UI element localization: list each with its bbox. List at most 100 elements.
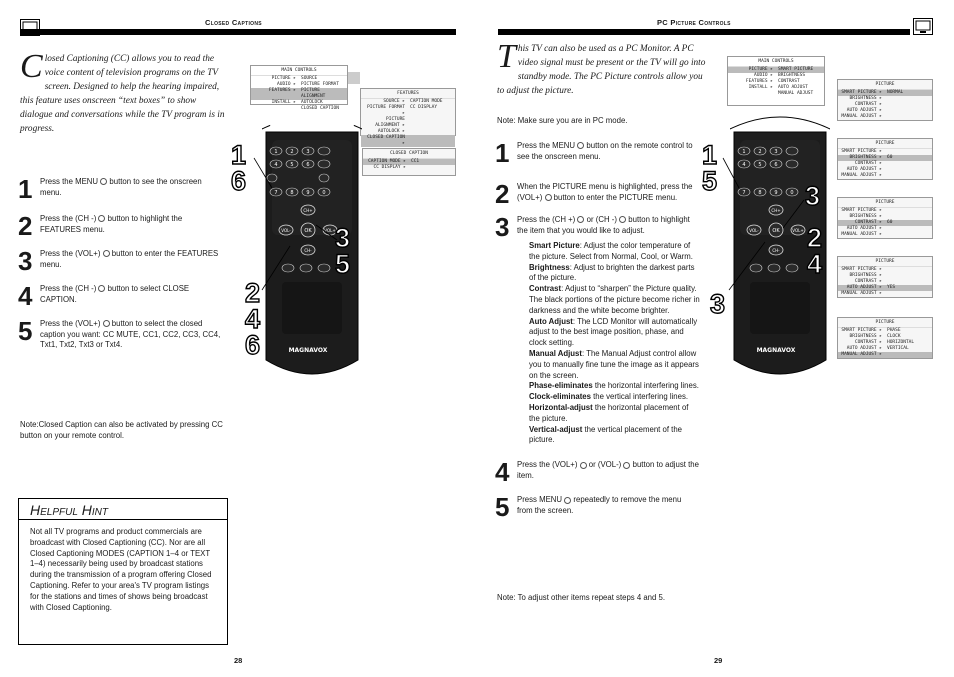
svg-text:7: 7: [274, 190, 277, 196]
description-item: Brightness: Adjust to brighten the darke…: [529, 262, 695, 283]
svg-text:2: 2: [758, 149, 761, 155]
svg-text:9: 9: [774, 190, 777, 196]
menu-item: CLOSED CAPTION ▸: [367, 135, 405, 146]
step-item: 1 Press the MENU button to see the onscre…: [18, 174, 228, 204]
step-number: 4: [495, 457, 510, 488]
step-text: When the PICTURE menu is highlighted, pr…: [517, 182, 693, 202]
description-term: Vertical-adjust: [529, 424, 583, 434]
menu-row: BRIGHTNESS ▸60: [838, 155, 932, 161]
menu-row: BRIGHTNESS ▸CLOCK: [838, 334, 932, 340]
menu-row: MANUAL ADJUST: [728, 91, 824, 97]
picture-item-descriptions: Smart Picture: Adjust the color temperat…: [529, 241, 701, 446]
step-number: 1: [495, 138, 510, 168]
menu-row: AUTOLOCK ▸: [361, 129, 455, 135]
menu-item: CONTRAST ▸: [854, 279, 882, 284]
right-intro: T his TV can also be used as a PC Monito…: [497, 40, 707, 98]
right-page: PC Picture Controls T his TV can also be…: [477, 0, 954, 677]
menu-item: AUDIO ▸: [277, 82, 296, 87]
menu-row: MANUAL ADJUST ▸: [838, 291, 932, 297]
menu-row: SOURCE ▸CAPTION MODE: [361, 99, 455, 105]
menu-value: PICTURE FORMAT: [301, 82, 339, 87]
menu-title: FEATURES: [361, 89, 455, 99]
svg-text:6: 6: [306, 162, 309, 168]
svg-text:3: 3: [774, 149, 777, 155]
menu-row: AUTO ADJUST ▸VERTICAL: [838, 346, 932, 352]
button-glyph-icon: [98, 285, 106, 293]
button-glyph-icon: [577, 142, 585, 150]
svg-text:1: 1: [742, 149, 745, 155]
menu-item: MANUAL ADJUST ▸: [841, 232, 882, 237]
menu-row: PICTURE ALIGNMENT ▸: [361, 117, 455, 129]
button-glyph-icon: [98, 215, 106, 223]
menu-item: [730, 91, 776, 97]
menu-value: [408, 135, 453, 147]
step-number: 3: [495, 212, 510, 242]
menu-row: AUTO ADJUST ▸: [838, 226, 932, 232]
description-term: Manual Adjust: [529, 348, 582, 358]
step-number: 5: [495, 492, 510, 523]
remote-step-label-1-6: 1 6: [230, 140, 247, 196]
menu-title: PICTURE: [838, 198, 932, 208]
menu-value: CC DISPLAY: [410, 105, 438, 110]
description-item: Smart Picture: Adjust the color temperat…: [529, 241, 693, 261]
svg-text:9: 9: [306, 190, 309, 196]
menu-item: FEATURES ▸: [268, 88, 296, 93]
step-number: 1: [18, 174, 33, 204]
step-item: 2 Press the (CH -) button to highlight th…: [18, 211, 228, 241]
menu-row: MANUAL ADJUST ▸: [838, 114, 932, 120]
svg-text:3: 3: [306, 149, 309, 155]
menu-value: [885, 291, 930, 297]
menu-value: CONTRAST: [778, 79, 800, 84]
menu-item: AUTO ADJUST ▸: [846, 285, 882, 290]
svg-text:5: 5: [290, 162, 293, 168]
menu-item: PICTURE ▸: [271, 76, 296, 81]
menu-value: [885, 114, 930, 120]
menu-item: BRIGHTNESS ▸: [849, 155, 882, 160]
svg-text:OK: OK: [772, 228, 780, 234]
step-text: Press the MENU button to see the onscree…: [40, 177, 202, 197]
hint-header-bar: Helpful Hint: [19, 499, 227, 520]
menu-value: SMART PICTURE: [778, 67, 814, 72]
description-term: Clock-eliminates: [529, 392, 591, 402]
intro-text: losed Captioning (CC) allows you to read…: [20, 54, 225, 134]
step-text: Press the (CH -) button to highlight the…: [40, 214, 183, 234]
button-glyph-icon: [579, 461, 587, 469]
menu-row: MANUAL ADJUST ▸: [838, 173, 932, 179]
menu-item: MANUAL ADJUST ▸: [841, 173, 882, 178]
svg-text:5: 5: [758, 162, 761, 168]
menu-value: CAPTION MODE: [410, 99, 443, 104]
description-term: Phase-eliminates: [529, 381, 593, 391]
hint-text: Not all TV programs and product commerci…: [30, 527, 212, 612]
monitor-icon: [913, 18, 933, 35]
menu-item: CONTRAST ▸: [854, 220, 882, 225]
menu-row: AUTO ADJUST ▸: [838, 108, 932, 114]
description-term: Auto Adjust: [529, 316, 573, 326]
left-header-title: Closed Captions: [205, 18, 262, 27]
right-note-top: Note: Make sure you are in PC mode.: [497, 116, 628, 125]
remote-pointer-lines-left: [232, 140, 362, 340]
description-item: Manual Adjust: The Manual Adjust control…: [529, 348, 699, 380]
menu-item: PICTURE ▸: [748, 67, 773, 72]
intro-dropcap: C: [20, 48, 43, 85]
description-item: Horizontal-adjust the horizontal placeme…: [529, 402, 689, 423]
menu-item: AUTO ADJUST ▸: [846, 167, 882, 172]
menu-value: NORMAL: [887, 90, 904, 95]
menu-item: SMART PICTURE ▸: [841, 149, 882, 154]
svg-text:CH+: CH+: [771, 208, 780, 213]
header-rule: [20, 29, 456, 35]
menu-row: SMART PICTURE ▸: [838, 208, 932, 214]
step-number: 2: [18, 211, 33, 241]
menu-row: BRIGHTNESS ▸: [838, 273, 932, 279]
svg-text:VOL-: VOL-: [281, 228, 291, 233]
svg-text:OK: OK: [304, 228, 312, 234]
menu-value: PHASE: [887, 328, 901, 333]
